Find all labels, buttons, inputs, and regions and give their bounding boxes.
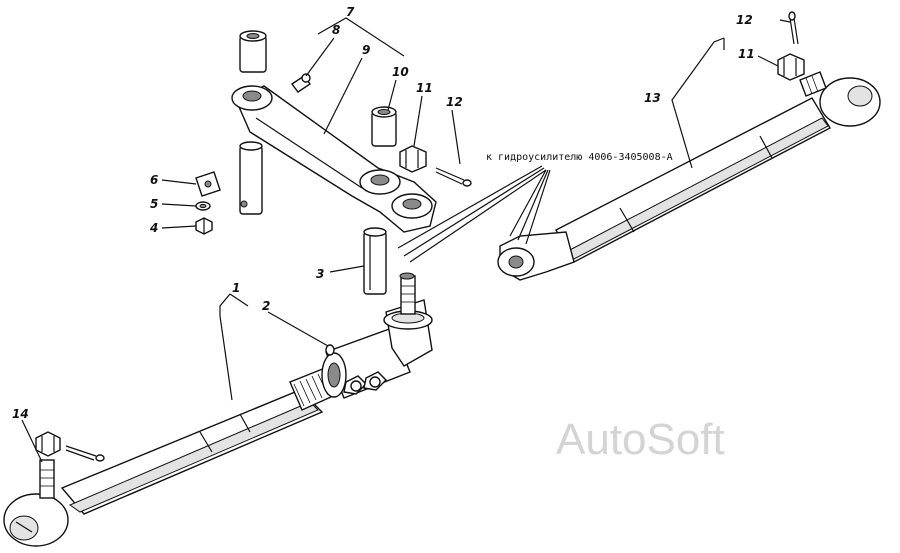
- right-ball-joint: [799, 71, 881, 127]
- callout-3: 3: [316, 267, 324, 281]
- ball-socket-housing: [383, 272, 433, 367]
- callout-6: 6: [150, 173, 158, 187]
- left-ball-joint: [3, 459, 69, 547]
- bolt: [195, 217, 213, 235]
- callout-9: 9: [362, 43, 370, 57]
- watermark: AutoSoft: [556, 415, 725, 464]
- callout-11-center: 11: [416, 81, 433, 95]
- callout-8: 8: [332, 23, 340, 37]
- right-cotter-pin: [788, 11, 799, 45]
- idler-arm: [231, 85, 437, 233]
- left-cotter-pin: [65, 445, 105, 462]
- callout-2: 2: [262, 299, 270, 313]
- callout-4: 4: [149, 221, 158, 235]
- callout-13: 13: [644, 91, 661, 105]
- clamp-bolts: [343, 371, 387, 395]
- callout-11-right: 11: [738, 47, 755, 61]
- callout-14: 14: [12, 407, 29, 421]
- lock-plate: [195, 171, 221, 197]
- arm-shaft-pin: [239, 141, 263, 215]
- callout-5: 5: [150, 197, 158, 211]
- callout-12-right: 12: [736, 13, 753, 27]
- callout-1: 1: [232, 281, 240, 295]
- hydraulic-booster-note: к гидроусилителю 4006-3405008-А: [486, 152, 673, 163]
- clamp-sleeve: [321, 327, 411, 399]
- callout-10: 10: [392, 65, 409, 79]
- bushing-10: [371, 106, 397, 147]
- bushing-upper: [239, 30, 267, 73]
- callout-12-center: 12: [446, 95, 463, 109]
- callout-7: 7: [346, 5, 355, 19]
- left-tie-rod: [60, 365, 343, 515]
- grease-fitting: [290, 73, 312, 93]
- pivot-pin-3: [363, 227, 387, 295]
- center-cotter-pin: [435, 167, 472, 187]
- center-castle-nut: [399, 145, 427, 173]
- leader-lines: [21, 17, 791, 463]
- left-castle-nut: [35, 431, 61, 457]
- right-tie-rod: [497, 97, 831, 281]
- right-castle-nut: [777, 53, 805, 81]
- washer: [195, 201, 211, 211]
